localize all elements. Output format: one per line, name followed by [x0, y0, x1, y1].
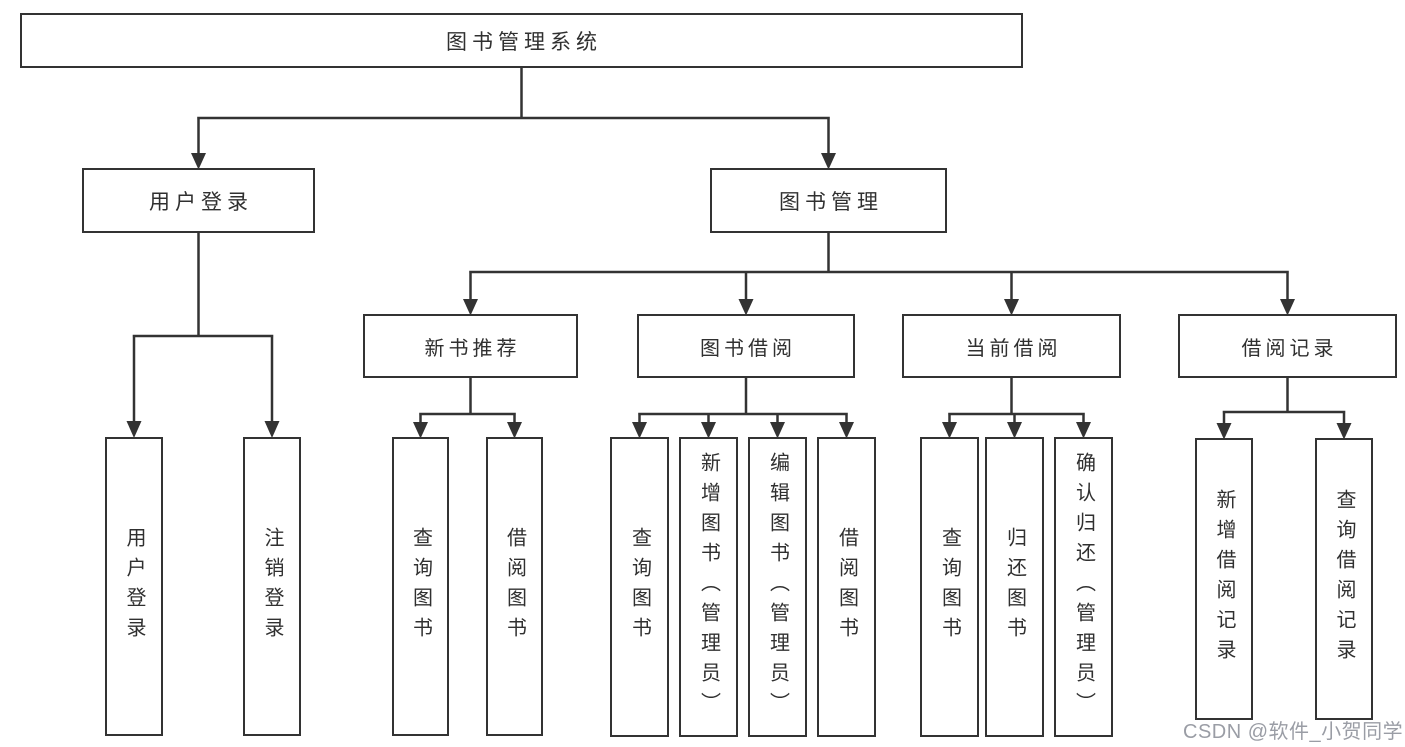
connector-borrow-records-children	[1222, 378, 1346, 424]
leaf-br-query-record-label: 查询借阅记录	[1333, 489, 1355, 669]
leaf-bb-borrow-books: 借阅图书	[817, 437, 876, 737]
leaf-bb-borrow-books-label: 借阅图书	[835, 527, 858, 647]
arrowheads	[126, 153, 1352, 440]
leaf-bb-add-books-admin: 新增图书（管理员）	[679, 437, 738, 737]
leaf-nb-query-books: 查询图书	[392, 437, 449, 736]
leaf-cb-query-books-label: 查询图书	[938, 527, 961, 647]
node-borrow-records-label: 借阅记录	[1241, 337, 1338, 360]
leaf-user-login-label: 用户登录	[123, 526, 145, 647]
leaf-bb-query-books: 查询图书	[610, 437, 669, 737]
leaf-bb-edit-books-admin: 编辑图书（管理员）	[748, 437, 807, 737]
connector-book-management-children	[469, 233, 1289, 300]
leaf-user-login: 用户登录	[105, 437, 163, 736]
node-new-book-recommend: 新书推荐	[363, 314, 578, 378]
node-book-borrow: 图书借阅	[637, 314, 855, 378]
node-new-book-recommend-label: 新书推荐	[424, 337, 521, 360]
node-root-system: 图书管理系统	[20, 13, 1023, 68]
connector-book-borrow-children	[638, 378, 848, 424]
connector-new-book-recommend-children	[419, 378, 516, 424]
leaf-nb-borrow-books: 借阅图书	[486, 437, 543, 736]
node-book-management: 图书管理	[710, 168, 947, 233]
leaf-cb-query-books: 查询图书	[920, 437, 979, 737]
leaf-br-query-record: 查询借阅记录	[1315, 438, 1373, 720]
node-book-management-label: 图书管理	[779, 190, 883, 214]
leaf-cb-confirm-return-admin: 确认归还（管理员）	[1054, 437, 1113, 737]
csdn-watermark: CSDN @软件_小贺同学	[1183, 721, 1404, 743]
node-user-login: 用户登录	[82, 168, 315, 233]
leaf-bb-add-books-admin-label: 新增图书（管理员）	[697, 452, 720, 722]
node-book-borrow-label: 图书借阅	[700, 337, 796, 360]
connector-current-borrow-children	[948, 378, 1085, 424]
leaf-br-add-record: 新增借阅记录	[1195, 438, 1253, 720]
connector-root-to-level2	[197, 68, 830, 153]
connector-user-login-children	[132, 233, 274, 422]
node-current-borrow-label: 当前借阅	[965, 337, 1062, 360]
leaf-logout: 注销登录	[243, 437, 301, 736]
leaf-cb-return-books: 归还图书	[985, 437, 1044, 737]
leaf-nb-borrow-books-label: 借阅图书	[503, 526, 526, 647]
leaf-logout-label: 注销登录	[261, 526, 283, 647]
node-borrow-records: 借阅记录	[1178, 314, 1397, 378]
node-user-login-label: 用户登录	[149, 190, 253, 214]
leaf-cb-return-books-label: 归还图书	[1003, 527, 1026, 647]
leaf-br-add-record-label: 新增借阅记录	[1213, 489, 1235, 669]
leaf-bb-edit-books-admin-label: 编辑图书（管理员）	[766, 452, 789, 722]
node-current-borrow: 当前借阅	[902, 314, 1121, 378]
leaf-nb-query-books-label: 查询图书	[409, 526, 432, 647]
leaf-bb-query-books-label: 查询图书	[628, 527, 651, 647]
node-root-system-label: 图书管理系统	[446, 30, 602, 54]
leaf-cb-confirm-return-admin-label: 确认归还（管理员）	[1072, 452, 1095, 722]
